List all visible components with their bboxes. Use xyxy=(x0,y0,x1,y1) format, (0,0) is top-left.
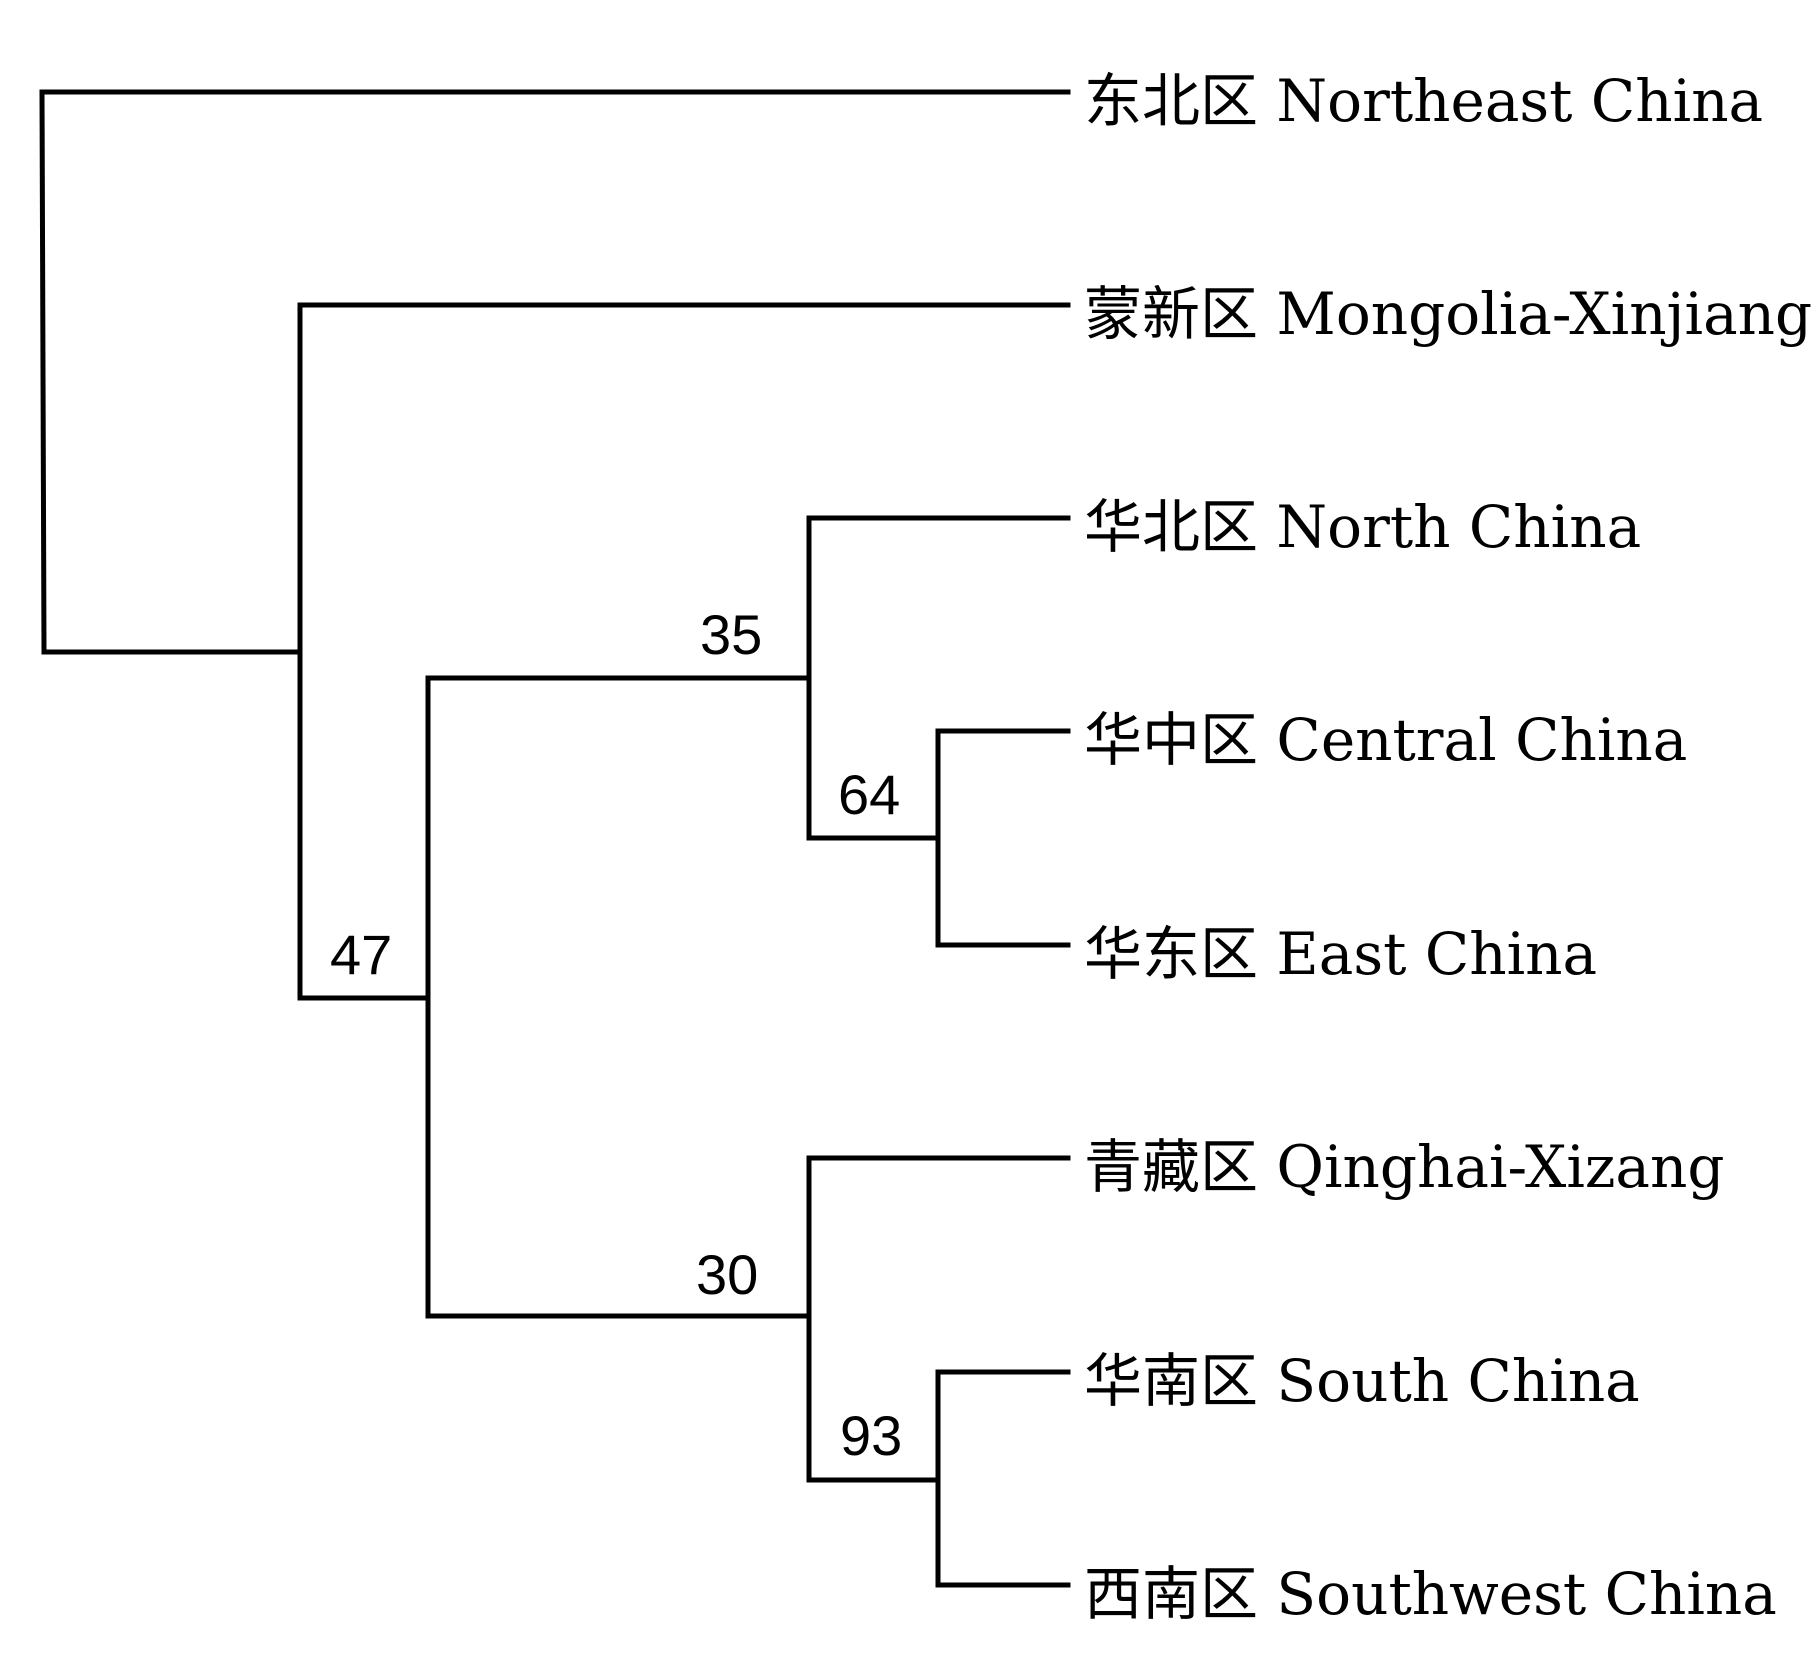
support-value-node-qinghai-south-southwest: 30 xyxy=(696,1243,758,1306)
support-value-node-north-central-east: 35 xyxy=(700,603,762,666)
taxon-label-north-china: 华北区 North China xyxy=(1084,493,1641,561)
taxon-label-south-china: 华南区 South China xyxy=(1084,1347,1640,1415)
taxon-label-east-china: 华东区 East China xyxy=(1084,920,1597,988)
branch-root-vertical xyxy=(39,89,47,655)
taxon-labels: 东北区 Northeast China 蒙新区 Mongolia-Xinjian… xyxy=(1084,67,1811,1628)
taxon-label-central-china: 华中区 Central China xyxy=(1084,706,1687,774)
support-values: 35 64 47 30 93 xyxy=(330,603,902,1467)
taxon-label-qinghai-xizang: 青藏区 Qinghai-Xizang xyxy=(1084,1133,1725,1201)
taxon-label-mongolia-xinjiang: 蒙新区 Mongolia-Xinjiang xyxy=(1084,280,1811,348)
taxon-label-southwest-china: 西南区 Southwest China xyxy=(1084,1560,1777,1628)
taxon-label-northeast-china: 东北区 Northeast China xyxy=(1084,67,1763,135)
tree-branches xyxy=(39,89,1071,1588)
support-value-node-south-southwest: 93 xyxy=(840,1404,902,1467)
support-value-node-central-east: 64 xyxy=(838,763,900,826)
support-value-node-core-clade: 47 xyxy=(330,923,392,986)
